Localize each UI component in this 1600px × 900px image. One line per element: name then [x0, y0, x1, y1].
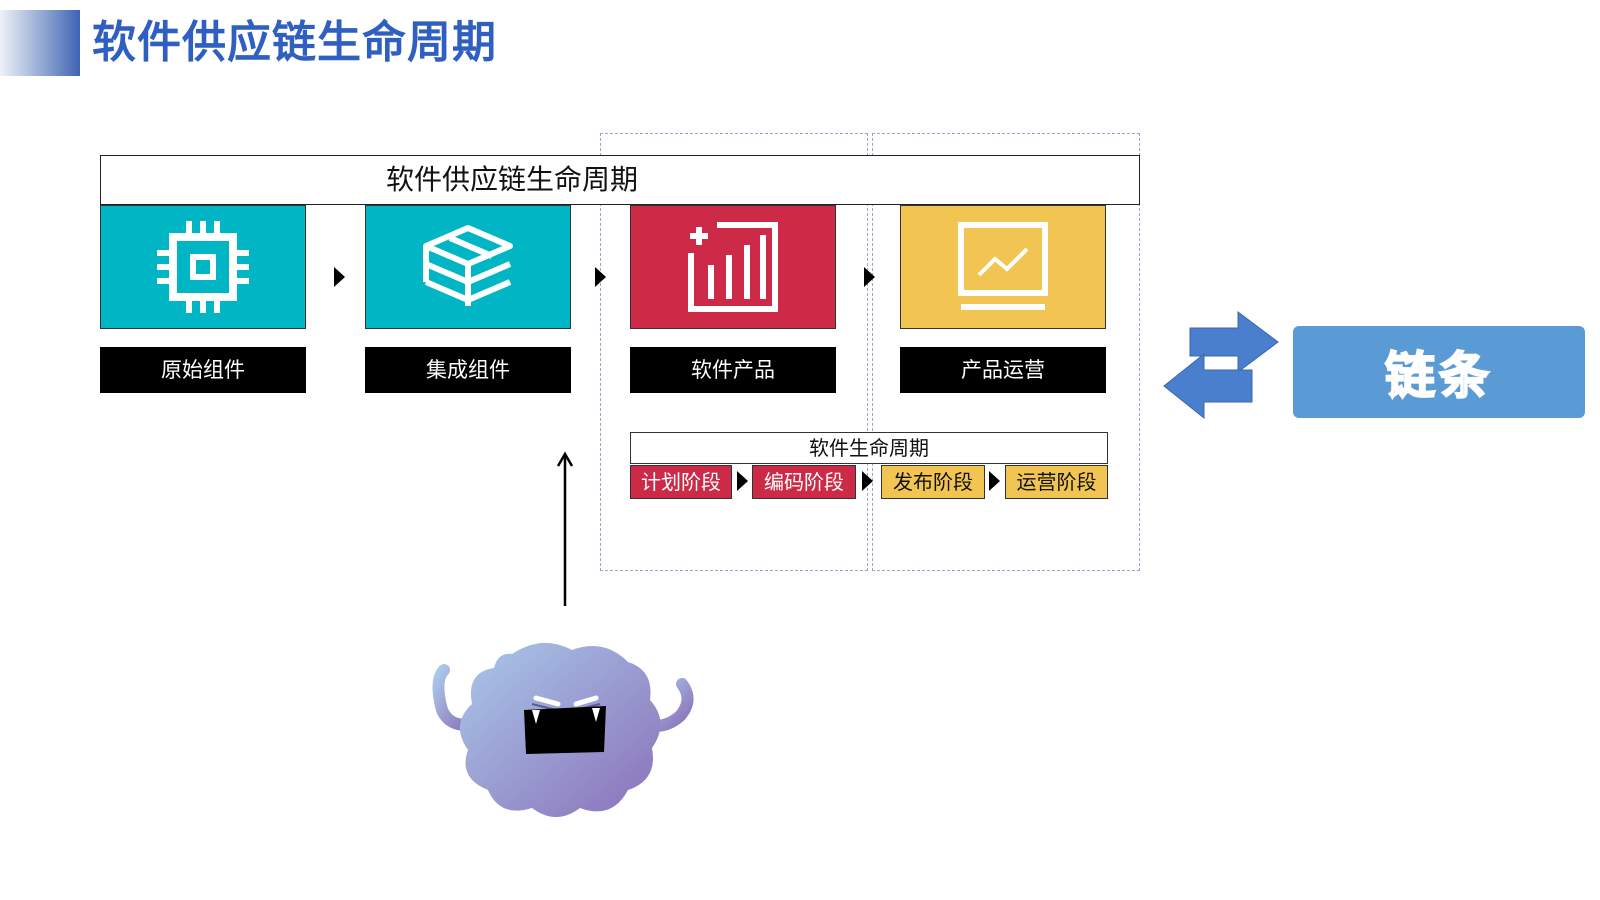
exchange-arrows-icon — [1163, 311, 1279, 420]
flow-arrow-3 — [864, 267, 875, 287]
layers-icon — [423, 225, 513, 306]
bar-chart-icon — [688, 222, 778, 312]
stage-tile-integrated-components — [365, 205, 571, 329]
phase-release: 发布阶段 — [881, 465, 985, 499]
software-lifecycle-header: 软件生命周期 — [630, 432, 1108, 464]
stage-tile-product-operation — [900, 205, 1106, 329]
phase-arrow-2 — [862, 471, 873, 491]
attack-arrow — [556, 451, 574, 606]
operation-dashed-frame — [872, 133, 1140, 571]
product-dashed-frame — [600, 133, 868, 571]
phase-operation: 运营阶段 — [1005, 465, 1108, 499]
stage-label-integrated-components: 集成组件 — [365, 347, 571, 393]
phase-arrow-1 — [737, 471, 748, 491]
stage-label-software-product: 软件产品 — [630, 347, 836, 393]
chip-icon — [157, 221, 249, 313]
flow-arrow-1 — [334, 267, 345, 287]
title-accent-bar — [0, 10, 80, 76]
monster-icon — [432, 642, 694, 817]
stage-tile-raw-components — [100, 205, 306, 329]
monitor-trend-icon — [958, 222, 1048, 310]
phase-arrow-3 — [989, 471, 1000, 491]
supply-chain-header: 软件供应链生命周期 — [100, 155, 1140, 205]
chain-box: 链条 — [1293, 326, 1585, 418]
flow-arrow-2 — [595, 267, 606, 287]
supply-chain-header-label: 软件供应链生命周期 — [385, 163, 638, 196]
chain-label: 链条 — [1384, 346, 1493, 406]
phase-coding: 编码阶段 — [752, 465, 856, 499]
stage-label-raw-components: 原始组件 — [100, 347, 306, 393]
stage-tile-software-product — [630, 205, 836, 329]
stage-label-product-operation: 产品运营 — [900, 347, 1106, 393]
phase-plan: 计划阶段 — [630, 465, 732, 499]
page-title: 软件供应链生命周期 — [92, 17, 497, 68]
